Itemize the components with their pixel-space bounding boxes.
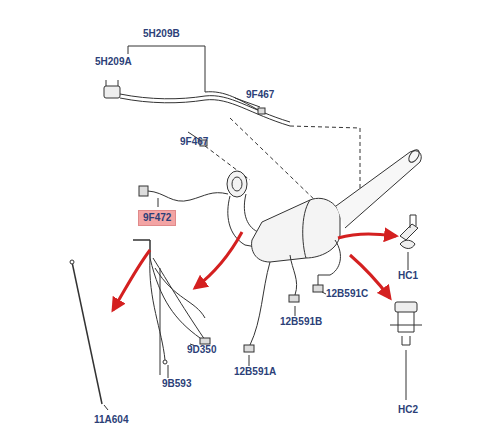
temperature-sensor: [290, 255, 297, 295]
temperature-sensor: [250, 262, 270, 345]
bracket: [128, 46, 205, 92]
callout-number: 9B593: [162, 378, 191, 390]
tail-pipe: [336, 151, 421, 228]
callout-number: HC2: [398, 404, 418, 416]
callout-number: HC1: [398, 270, 418, 282]
callout-number: 5H209A: [95, 56, 132, 68]
heat-clip: [400, 224, 418, 240]
callout-number: 12B591C: [326, 288, 368, 300]
dipstick-rod: [72, 262, 102, 404]
callout-number: 12B591A: [234, 366, 276, 378]
callout-number: 12B591B: [280, 316, 322, 328]
highlighted-callout: 9F472: [138, 210, 176, 226]
sensor-tube: [150, 258, 165, 360]
callout-number: 5H209B: [143, 28, 180, 40]
hose-clip: [258, 108, 265, 114]
temperature-sensor: [318, 240, 340, 285]
pressure-sensor: [104, 86, 120, 98]
detail-arrow: [113, 250, 150, 310]
callout-number: 9F467: [180, 136, 208, 148]
heat-clip: [395, 302, 417, 312]
sensor-tube: [150, 258, 200, 338]
detail-arrow: [338, 234, 396, 238]
callout-number: 9F467: [246, 89, 274, 101]
callout-number: 9D350: [187, 344, 216, 356]
callout-number: 9F472: [143, 212, 171, 224]
pipe-flange: [227, 171, 247, 197]
detail-arrow: [195, 232, 242, 288]
particulate-filter: [252, 198, 340, 262]
callout-number: 11A604: [94, 414, 128, 426]
oxygen-sensor: [139, 186, 148, 196]
